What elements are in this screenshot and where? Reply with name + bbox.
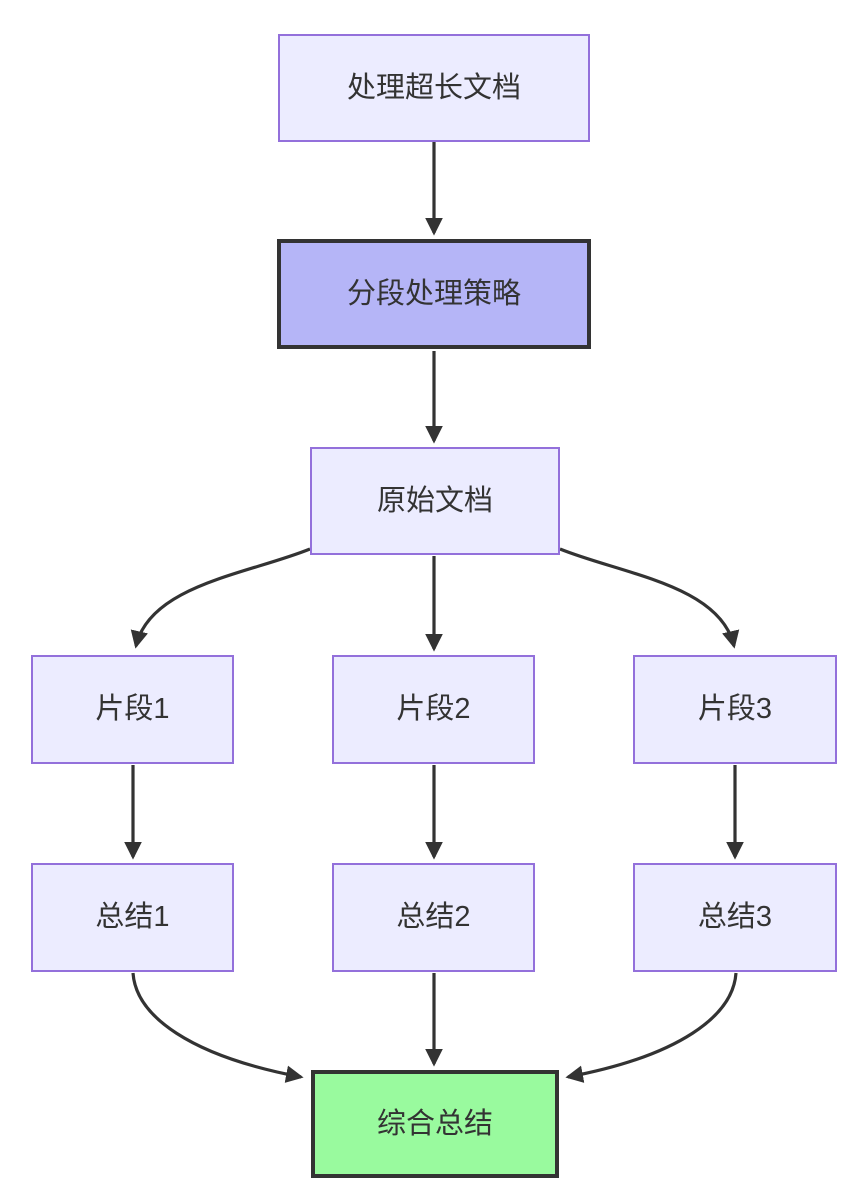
node-segment-2: 片段2 <box>332 655 535 764</box>
node-label: 总结1 <box>95 901 170 934</box>
node-summary-1: 总结1 <box>31 863 234 972</box>
node-label: 片段2 <box>396 693 471 726</box>
node-combined-summary: 综合总结 <box>311 1070 559 1178</box>
node-label: 总结3 <box>697 901 773 934</box>
node-segment-1: 片段1 <box>31 655 234 764</box>
node-summary-3: 总结3 <box>633 863 837 972</box>
node-label: 综合总结 <box>376 1107 493 1140</box>
edge-E1-F <box>131 972 304 1083</box>
node-label: 片段1 <box>95 693 170 726</box>
edge-C-D1 <box>130 547 311 649</box>
node-segmentation-strategy: 分段处理策略 <box>277 239 591 349</box>
node-summary-2: 总结2 <box>332 863 535 972</box>
node-segment-3: 片段3 <box>633 655 837 764</box>
node-label: 原始文档 <box>376 484 493 517</box>
edge-E3-F <box>565 972 738 1083</box>
node-label: 总结2 <box>396 901 471 934</box>
node-label: 分段处理策略 <box>346 277 521 310</box>
node-label: 处理超长文档 <box>346 71 521 104</box>
node-process-long-document: 处理超长文档 <box>278 34 590 142</box>
edge-C-D3 <box>559 547 740 649</box>
node-original-document: 原始文档 <box>310 447 560 555</box>
node-label: 片段3 <box>697 693 773 726</box>
